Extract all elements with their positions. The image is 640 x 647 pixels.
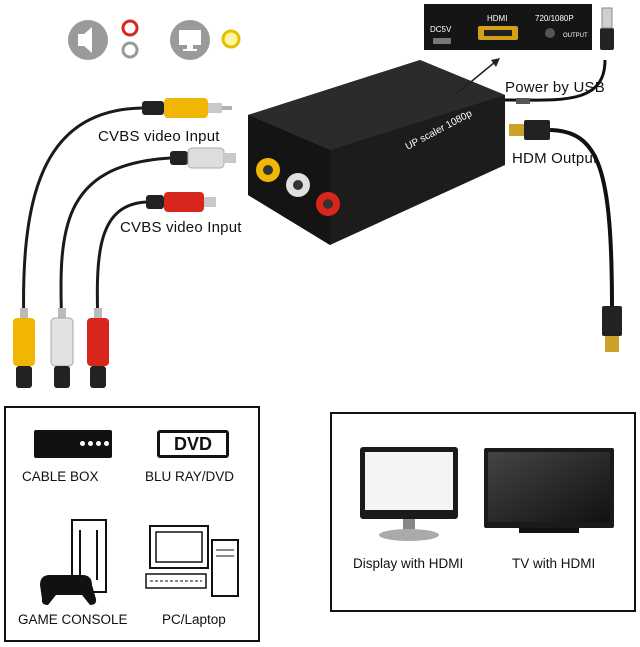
cable-box-label: CABLE BOX — [22, 469, 99, 484]
tv-label: TV with HDMI — [512, 556, 596, 571]
rca-video-jack-icon — [221, 29, 241, 49]
panel-arrow — [454, 58, 500, 96]
panel-hdmi-label: HDMI — [487, 14, 508, 23]
back-panel-inset — [424, 4, 592, 50]
game-console-illustration — [40, 519, 107, 605]
usb-icon — [516, 98, 530, 104]
rca-audio-jacks-icon — [121, 19, 139, 59]
monitor-video-icon — [170, 20, 210, 60]
speaker-icon — [68, 20, 108, 60]
panel-output-label: OUTPUT — [563, 33, 588, 39]
power-by-usb-label: Power by USB — [505, 79, 605, 96]
rca-plug-red-top — [146, 192, 216, 212]
rca-plug-red-bottom — [87, 308, 109, 388]
panel-resolution-label: 720/1080P — [535, 14, 574, 23]
display-devices-box — [330, 412, 636, 612]
pc-illustration — [145, 525, 239, 597]
tv-illustration — [484, 448, 614, 533]
cable-box-illustration — [34, 430, 112, 458]
cvbs-input-label-1: CVBS video Input — [98, 128, 220, 145]
hdmi-cable — [509, 120, 622, 352]
game-console-label: GAME CONSOLE — [18, 612, 128, 627]
rca-plug-yellow-bottom — [13, 308, 35, 388]
source-devices-box — [4, 406, 260, 642]
monitor-label: Display with HDMI — [353, 556, 464, 571]
panel-dc-label: DC5V — [430, 25, 452, 34]
pc-laptop-label: PC/Laptop — [162, 612, 226, 627]
rca-cables — [22, 106, 171, 331]
rca-plug-yellow-top — [142, 98, 232, 118]
monitor-illustration — [360, 447, 458, 541]
cvbs-input-label-2: CVBS video Input — [120, 219, 242, 236]
converter-device — [248, 60, 505, 245]
hdmi-output-label: HDM Output — [512, 150, 598, 167]
rca-plug-white-bottom — [50, 308, 74, 388]
dvd-badge: DVD — [157, 430, 229, 458]
bluray-dvd-label: BLU RAY/DVD — [145, 469, 235, 484]
rca-plug-white-top — [170, 147, 236, 169]
